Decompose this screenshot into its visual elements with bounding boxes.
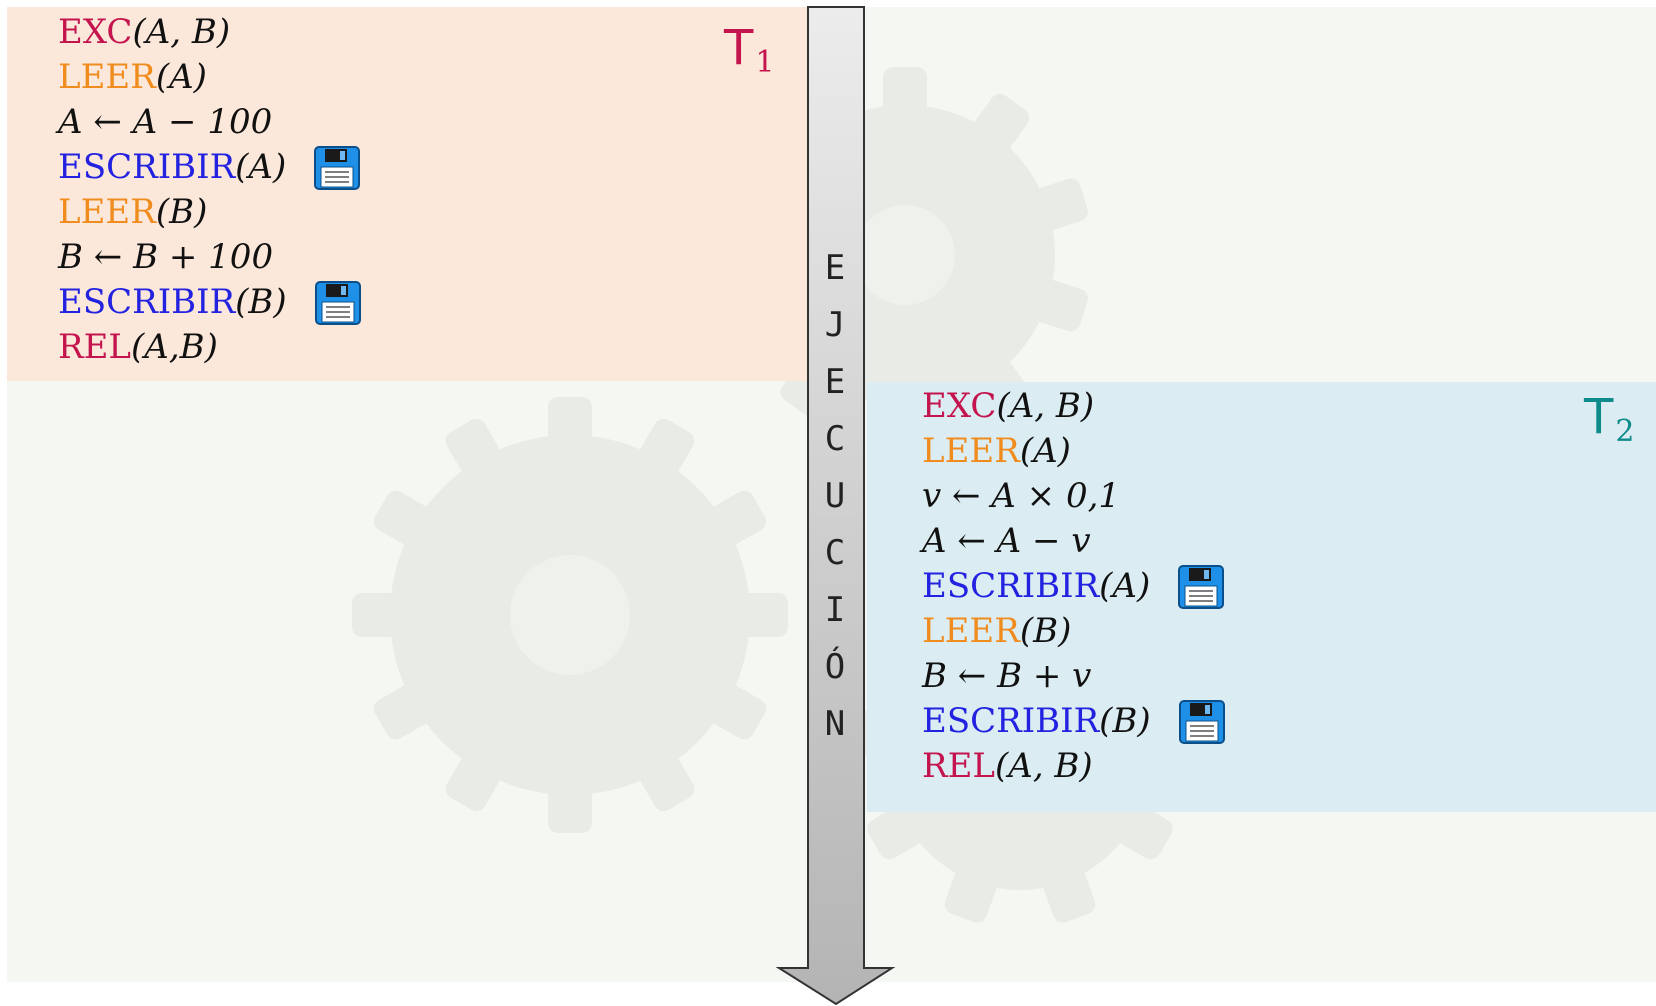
execution-arrow-shape [775,6,896,1006]
operation-keyword: ESCRIBIR [58,147,236,187]
step-expression: (A, B) [995,746,1093,786]
step-expression: (B) [1019,611,1072,651]
floppy-disk-icon [1178,564,1225,609]
step-expression: (A, B) [996,386,1095,426]
step-expression: A ← A − 100 [58,102,273,142]
step-expression: (A) [155,57,207,97]
operation-keyword: REL [922,746,995,786]
step-line: LEER(B) [58,190,361,235]
step-line: REL(A,B) [58,325,361,370]
step-line: A ← A − 100 [58,100,361,145]
operation-keyword: REL [58,327,131,367]
operation-keyword: LEER [58,192,156,232]
operation-keyword: EXC [58,12,133,52]
operation-keyword: ESCRIBIR [922,701,1100,741]
arrow-letter: I [824,590,846,630]
step-line: ESCRIBIR(B) [58,280,361,325]
t2-label-text: T [1584,389,1614,445]
arrow-letter: Ó [824,647,846,687]
step-expression: B ← B + 100 [58,237,274,277]
gear-hole [510,205,955,675]
step-line: LEER(A) [922,429,1225,474]
arrow-letter: J [824,305,846,345]
step-expression: (B) [155,192,208,232]
arrow-letter: U [824,476,846,516]
step-line: REL(A, B) [922,744,1225,789]
step-expression: (A,B) [131,327,218,367]
step-expression: (B) [235,282,287,322]
transaction-t1-panel [7,7,809,381]
step-line: ESCRIBIR(B) [922,699,1225,744]
step-line: ESCRIBIR(A) [922,564,1225,609]
floppy-disk-icon [314,145,361,190]
t1-label-text: T [724,20,754,76]
operation-keyword: ESCRIBIR [922,566,1100,606]
step-line: B ← B + 100 [58,235,361,280]
operation-keyword: LEER [922,611,1020,651]
step-line: A ← A − v [922,519,1225,564]
operation-keyword: LEER [922,431,1020,471]
floppy-disk-icon [1178,699,1225,744]
step-expression: (A) [235,147,287,187]
step-line: EXC(A, B) [58,10,361,55]
step-expression: A ← A − v [922,521,1091,561]
step-expression: v ← A × 0,1 [922,476,1121,516]
floppy-disk-icon [314,280,361,325]
step-line: B ← B + v [922,654,1225,699]
step-expression: B ← B + v [922,656,1092,696]
arrow-letter: C [824,533,846,573]
step-line: v ← A × 0,1 [922,474,1225,519]
t2-label-subscript: 2 [1615,414,1635,449]
step-expression: (A, B) [132,12,231,52]
step-expression: (B) [1099,701,1151,741]
operation-keyword: LEER [58,57,156,97]
step-line: EXC(A, B) [922,384,1225,429]
transaction-t2-panel [867,382,1656,812]
step-line: LEER(B) [922,609,1225,654]
step-line: LEER(A) [58,55,361,100]
step-expression: (A) [1019,431,1071,471]
step-expression: (A) [1099,566,1151,606]
operation-keyword: EXC [922,386,997,426]
operation-keyword: ESCRIBIR [58,282,236,322]
arrow-letter: E [824,362,846,402]
arrow-letter: E [824,248,846,288]
transaction-t2-label: T2 [1584,393,1634,447]
transaction-t1-label: T1 [724,24,774,78]
arrow-letter: C [824,419,846,459]
step-line: ESCRIBIR(A) [58,145,361,190]
t1-label-subscript: 1 [755,45,775,80]
arrow-letter: N [824,704,846,744]
